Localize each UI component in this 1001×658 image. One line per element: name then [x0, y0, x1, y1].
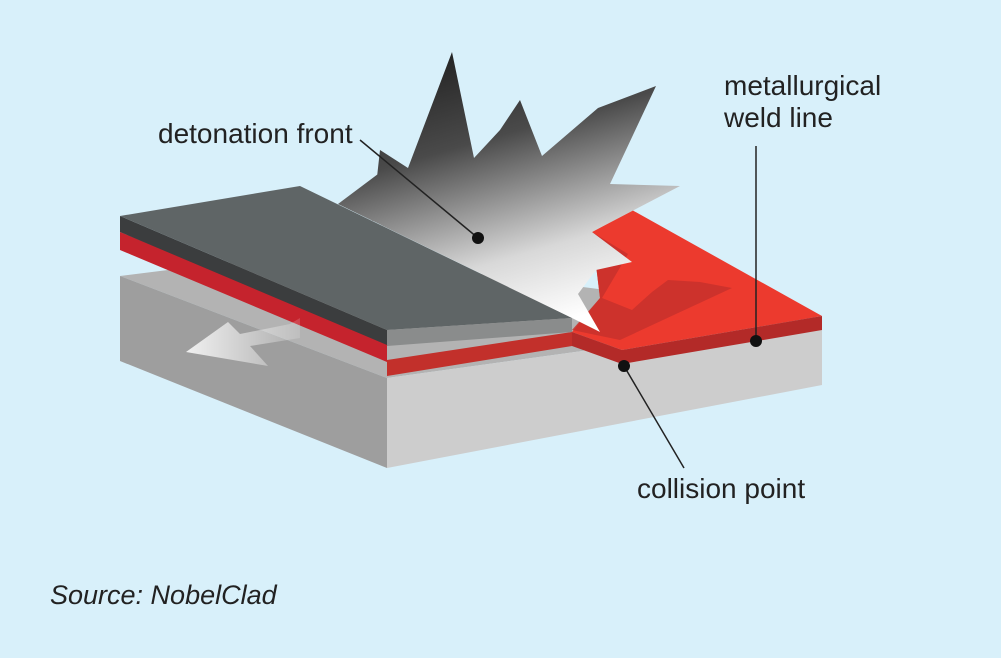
source-credit: Source: NobelClad — [50, 580, 277, 610]
collision-point-label: collision point — [637, 473, 806, 504]
flyer-plate-red-underside — [120, 232, 387, 362]
detonation-leader-line — [359, 139, 479, 239]
base-plate-front-side — [387, 318, 822, 468]
detonation-front-marker — [472, 232, 484, 244]
welded-cladding-edge — [572, 316, 822, 364]
direction-arrow-icon — [186, 318, 300, 366]
cladding-edge-strip — [387, 332, 572, 376]
flyer-plate-left-side — [120, 216, 387, 345]
detonation-front-label: detonation front — [158, 118, 353, 149]
flyer-plate — [120, 186, 572, 362]
collision-leader-line — [623, 365, 685, 469]
flyer-plate-top — [120, 186, 572, 330]
weld-line-label: metallurgical weld line — [724, 70, 882, 133]
collision-point-marker — [618, 360, 630, 372]
flyer-plate-front-edge — [387, 318, 572, 346]
weld-line-marker — [750, 335, 762, 347]
detonation-front-blast — [338, 52, 680, 332]
base-plate-left-side — [120, 276, 387, 468]
